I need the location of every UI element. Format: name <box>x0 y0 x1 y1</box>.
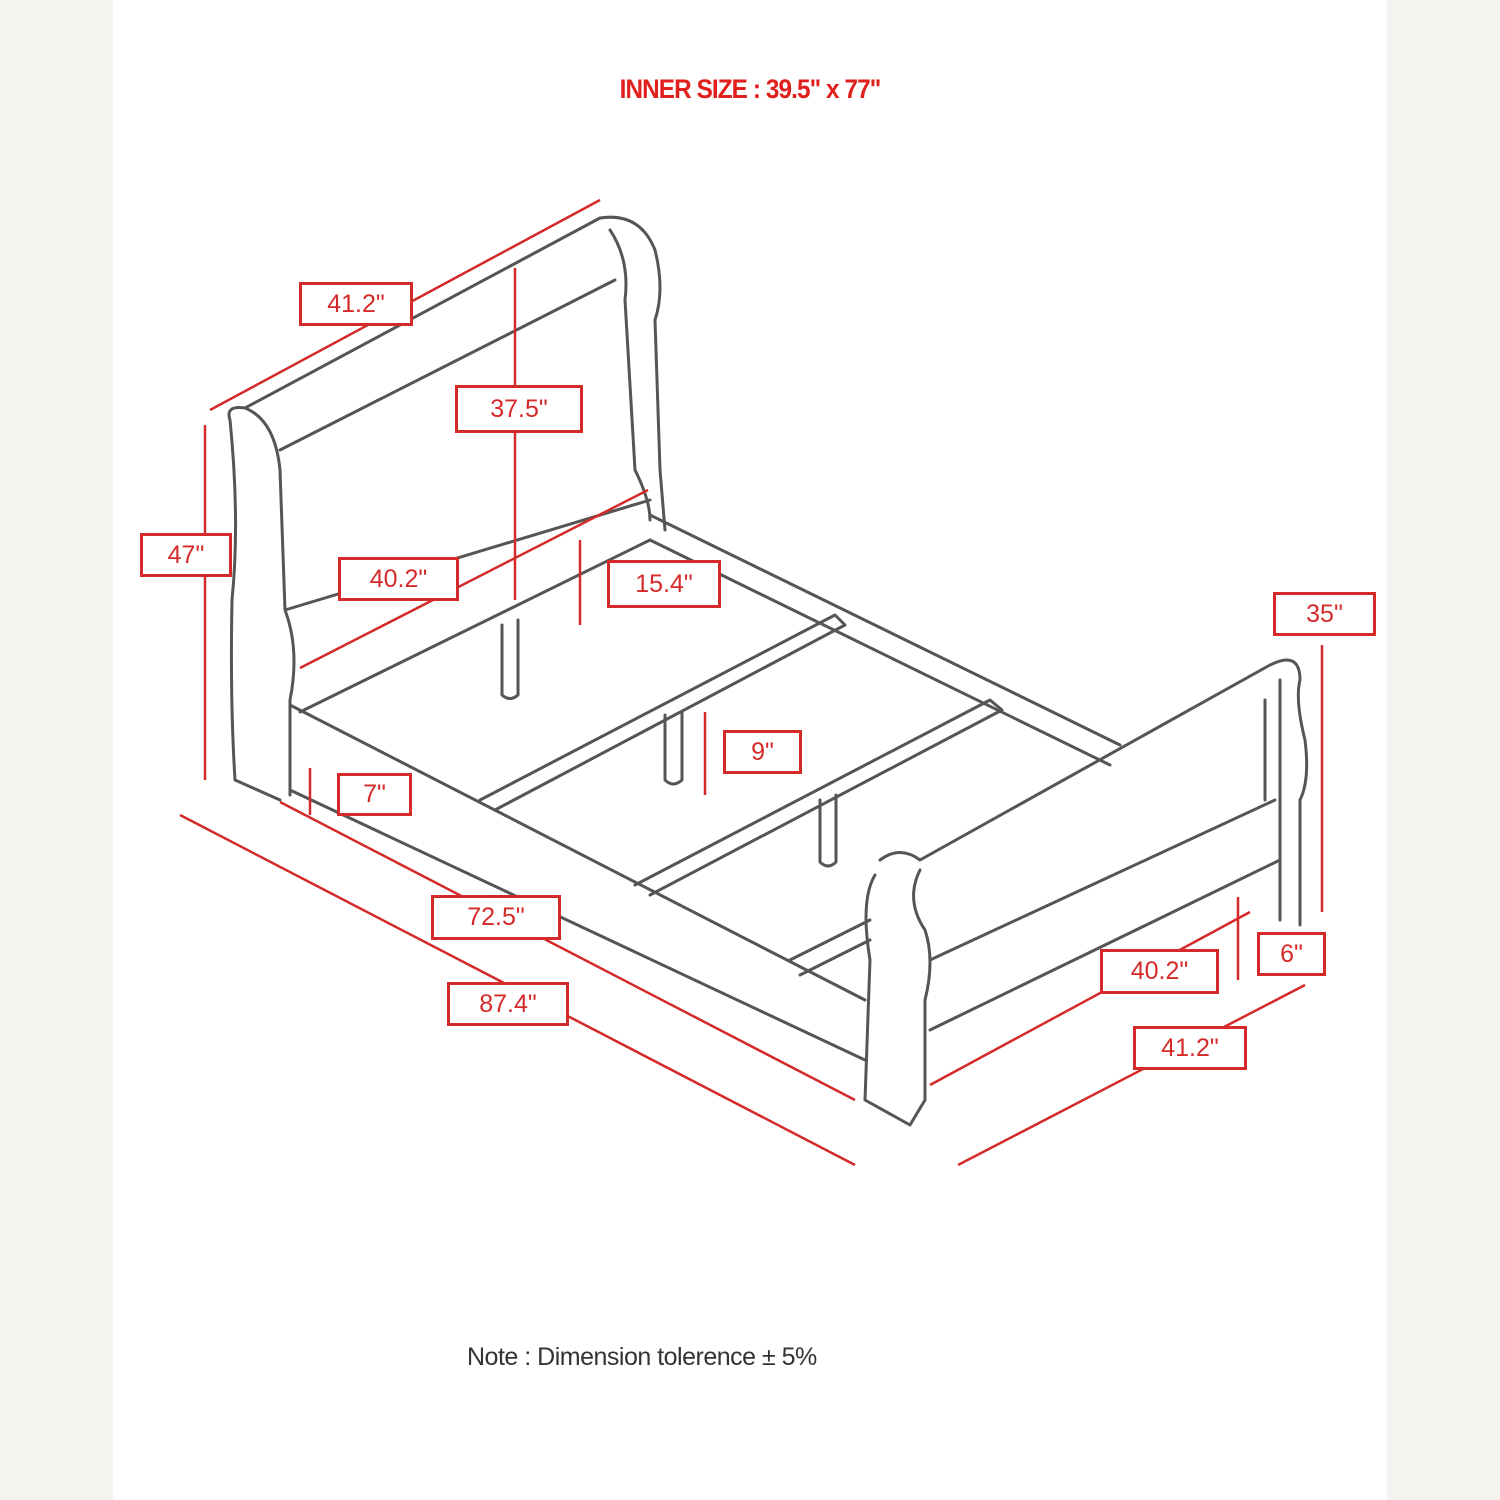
slats <box>478 613 1004 977</box>
tolerance-note: Note : Dimension tolerence ± 5% <box>467 1343 817 1371</box>
label-slat-clearance: 9" <box>723 730 802 774</box>
dim-line-inner-length <box>279 800 856 1102</box>
dim-line-footboard-width <box>957 983 1306 1167</box>
label-headboard-height: 47" <box>140 533 232 577</box>
side-rail-far <box>648 513 1122 767</box>
label-headboard-panel-height: 37.5" <box>455 385 583 433</box>
label-headboard-width: 41.2" <box>299 282 413 326</box>
label-rail-clearance: 7" <box>337 773 412 816</box>
label-footboard-clearance: 6" <box>1257 932 1326 976</box>
dim-line-head-inner-width <box>299 488 649 670</box>
label-footboard-width: 41.2" <box>1133 1026 1247 1070</box>
label-headboard-inner-width: 40.2" <box>338 557 459 601</box>
legs <box>500 618 838 868</box>
footboard <box>863 658 1309 1127</box>
dimension-lines <box>179 198 1324 1167</box>
bed-outline <box>227 215 1309 1127</box>
headboard <box>227 215 667 802</box>
side-rail-near <box>288 538 867 1062</box>
inner-size-title: INNER SIZE : 39.5" x 77" <box>619 74 882 104</box>
label-inner-length: 72.5" <box>431 895 561 940</box>
label-footboard-inner-width: 40.2" <box>1100 949 1219 994</box>
label-overall-length: 87.4" <box>447 982 569 1026</box>
label-footboard-height: 35" <box>1273 592 1376 636</box>
dim-line-foot-inner-width <box>929 910 1251 1087</box>
label-rail-height-head: 15.4" <box>607 560 721 608</box>
